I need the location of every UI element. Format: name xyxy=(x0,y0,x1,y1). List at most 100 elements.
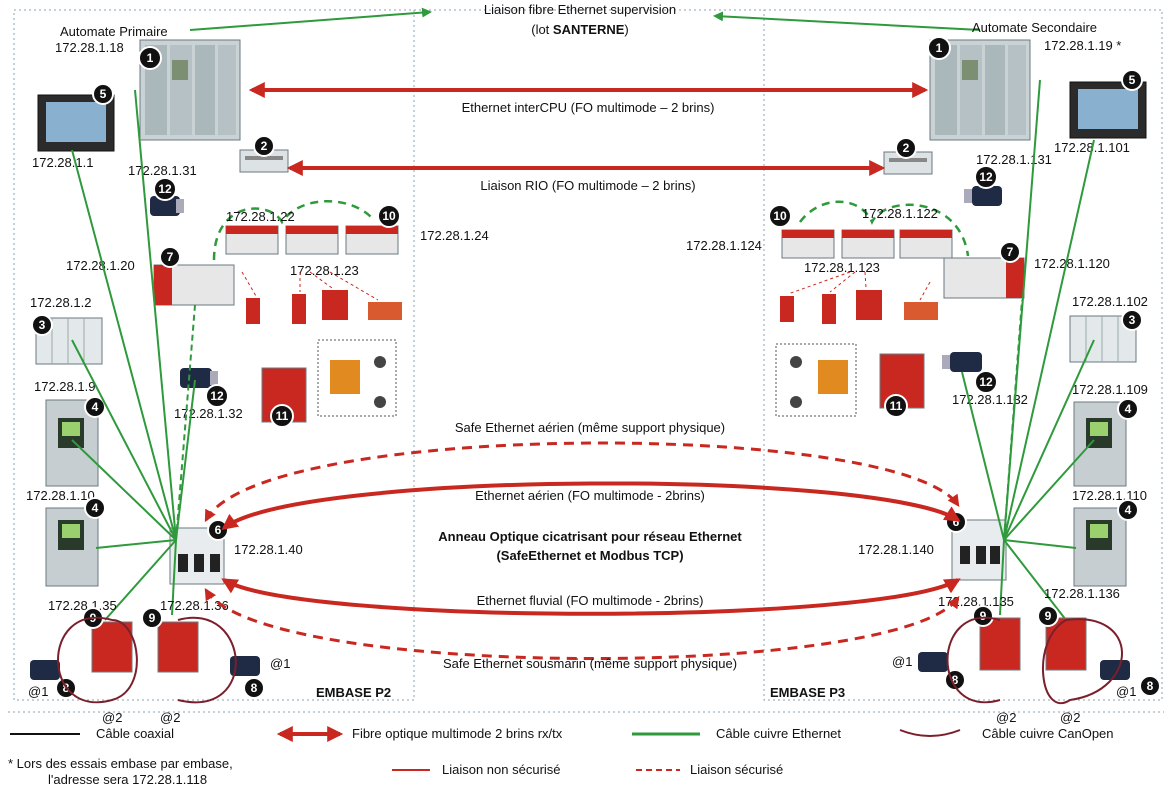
motor-12-secondary-top xyxy=(964,186,1002,206)
svg-text:12: 12 xyxy=(210,389,224,403)
badge-5-right: 5 xyxy=(1122,70,1142,90)
badge-9-right-2: 9 xyxy=(1038,606,1058,626)
primary-name: Automate Primaire xyxy=(60,24,168,39)
legend-canopen-swatch xyxy=(900,730,960,736)
drive-1-secondary xyxy=(1074,402,1126,486)
safe-aerien-label: Safe Ethernet aérien (même support physi… xyxy=(455,420,725,435)
primary-ip-can1: 172.28.1.35 xyxy=(48,598,117,613)
svg-text:10: 10 xyxy=(382,209,396,223)
secondary-ip-safety-b: 172.28.1.123 xyxy=(804,260,880,275)
badge-12-right-top: 12 xyxy=(975,166,997,188)
badge-9-left-2: 9 xyxy=(142,608,162,628)
can-motor-right-2 xyxy=(1100,660,1130,680)
badge-3-left: 3 xyxy=(32,315,52,335)
svg-text:12: 12 xyxy=(979,170,993,184)
sensors-primary xyxy=(242,272,402,324)
safety-modules-primary xyxy=(226,226,398,254)
badge-4-right-top: 4 xyxy=(1118,399,1138,419)
svg-text:6: 6 xyxy=(215,523,222,537)
svg-text:3: 3 xyxy=(39,318,46,332)
badge-1-right: 1 xyxy=(928,37,950,59)
eth-fluvial-label: Ethernet fluvial (FO multimode - 2brins) xyxy=(477,593,704,608)
secondary-ip-safety-a: 172.28.1.122 xyxy=(862,206,938,221)
badge-6-left: 6 xyxy=(208,520,228,540)
svg-text:4: 4 xyxy=(92,400,99,414)
svg-text:4: 4 xyxy=(92,501,99,515)
badge-4-left-top: 4 xyxy=(85,397,105,417)
canopen-node-2-primary xyxy=(158,622,198,672)
secondary-ip-drive2: 172.28.1.110 xyxy=(1072,488,1147,503)
badge-2-left: 2 xyxy=(254,136,274,156)
badge-10-right: 10 xyxy=(769,205,791,227)
legend-fibre-label: Fibre optique multimode 2 brins rx/tx xyxy=(352,726,563,741)
embase-p3-label: EMBASE P3 xyxy=(770,685,845,700)
primary-ip-safety-a: 172.28.1.22 xyxy=(226,209,295,224)
primary-ip-hmi: 172.28.1.1 xyxy=(32,155,93,170)
drive-2-primary xyxy=(46,508,98,586)
footnote-line1: * Lors des essais embase par embase, xyxy=(8,756,233,771)
legend-copper-label: Câble cuivre Ethernet xyxy=(716,726,841,741)
primary-ip-safety-master: 172.28.1.20 xyxy=(66,258,135,273)
badge-4-left-bottom: 4 xyxy=(85,498,105,518)
eth-aerien-label: Ethernet aérien (FO multimode - 2brins) xyxy=(475,488,705,503)
primary-ip-switch: 172.28.1.40 xyxy=(234,542,303,557)
svg-text:12: 12 xyxy=(979,375,993,389)
secondary-ip-motor-small: 172.28.1.132 xyxy=(952,392,1028,407)
badge-12-left-bottom: 12 xyxy=(206,385,228,407)
canopen-node-1-primary xyxy=(92,622,132,672)
can-addr-left-1: @1 xyxy=(28,684,48,699)
header-title-line2: (lot SANTERNE) xyxy=(531,22,629,37)
primary-ip-motor-small: 172.28.1.32 xyxy=(174,406,243,421)
secondary-name: Automate Secondaire xyxy=(972,20,1097,35)
svg-text:9: 9 xyxy=(980,609,987,623)
primary-ip-safety-c: 172.28.1.24 xyxy=(420,228,489,243)
svg-text:5: 5 xyxy=(1129,73,1136,87)
secondary-ip-safety-c: 172.28.1.124 xyxy=(686,238,762,253)
badge-10-left: 10 xyxy=(378,205,400,227)
sensors-secondary xyxy=(780,272,938,324)
svg-text:12: 12 xyxy=(158,182,172,196)
badge-7-right: 7 xyxy=(1000,242,1020,262)
badge-8-left-2: 8 xyxy=(244,678,264,698)
safety-master-primary xyxy=(154,265,234,305)
secondary-ip-safety-master: 172.28.1.120 xyxy=(1034,256,1110,271)
svg-text:7: 7 xyxy=(1007,245,1014,259)
legend-nonsecure-label: Liaison non sécurisé xyxy=(442,762,561,777)
motor-12-secondary-bottom xyxy=(942,352,982,372)
primary-ip-can2: 172.28.1.36 xyxy=(160,598,229,613)
badge-8-right-2: 8 xyxy=(1140,676,1160,696)
svg-text:9: 9 xyxy=(149,611,156,625)
safety-modules-secondary xyxy=(782,230,952,258)
secondary-ip-can2: 172.28.1.136 xyxy=(1044,586,1120,601)
legend-coax-label: Câble coaxial xyxy=(96,726,174,741)
badge-3-right: 3 xyxy=(1122,310,1142,330)
svg-text:2: 2 xyxy=(261,139,268,153)
badge-11-right: 11 xyxy=(885,395,907,417)
drive-2-secondary xyxy=(1074,508,1126,586)
badge-2-right: 2 xyxy=(896,138,916,158)
svg-text:11: 11 xyxy=(276,409,289,423)
svg-text:5: 5 xyxy=(100,87,107,101)
svg-text:3: 3 xyxy=(1129,313,1136,327)
safe-sousmarin-label: Safe Ethernet sousmarin (même support ph… xyxy=(443,656,737,671)
intercpu-label: Ethernet interCPU (FO multimode – 2 brin… xyxy=(462,100,715,115)
svg-text:1: 1 xyxy=(147,51,154,65)
secondary-ip-cpu: 172.28.1.19 * xyxy=(1044,38,1121,53)
badge-12-right-bottom: 12 xyxy=(975,371,997,393)
supervision-link-right xyxy=(715,16,980,30)
secondary-ip-can1: 172.28.1.135 xyxy=(938,594,1014,609)
svg-text:9: 9 xyxy=(1045,609,1052,623)
badge-9-right-1: 9 xyxy=(973,606,993,626)
svg-text:4: 4 xyxy=(1125,503,1132,517)
secondary-ip-rio: 172.28.1.131 xyxy=(976,152,1052,167)
badge-1-left: 1 xyxy=(139,47,161,69)
ring-title-line2: (SafeEthernet et Modbus TCP) xyxy=(496,548,683,563)
badge-11-left: 11 xyxy=(271,405,293,427)
legend-secure-label: Liaison sécurisé xyxy=(690,762,783,777)
primary-ip-drive2: 172.28.1.10 xyxy=(26,488,95,503)
can-motor-left-1 xyxy=(30,660,60,680)
primary-ip-io: 172.28.1.2 xyxy=(30,295,91,310)
secondary-ip-switch: 172.28.1.140 xyxy=(858,542,934,557)
